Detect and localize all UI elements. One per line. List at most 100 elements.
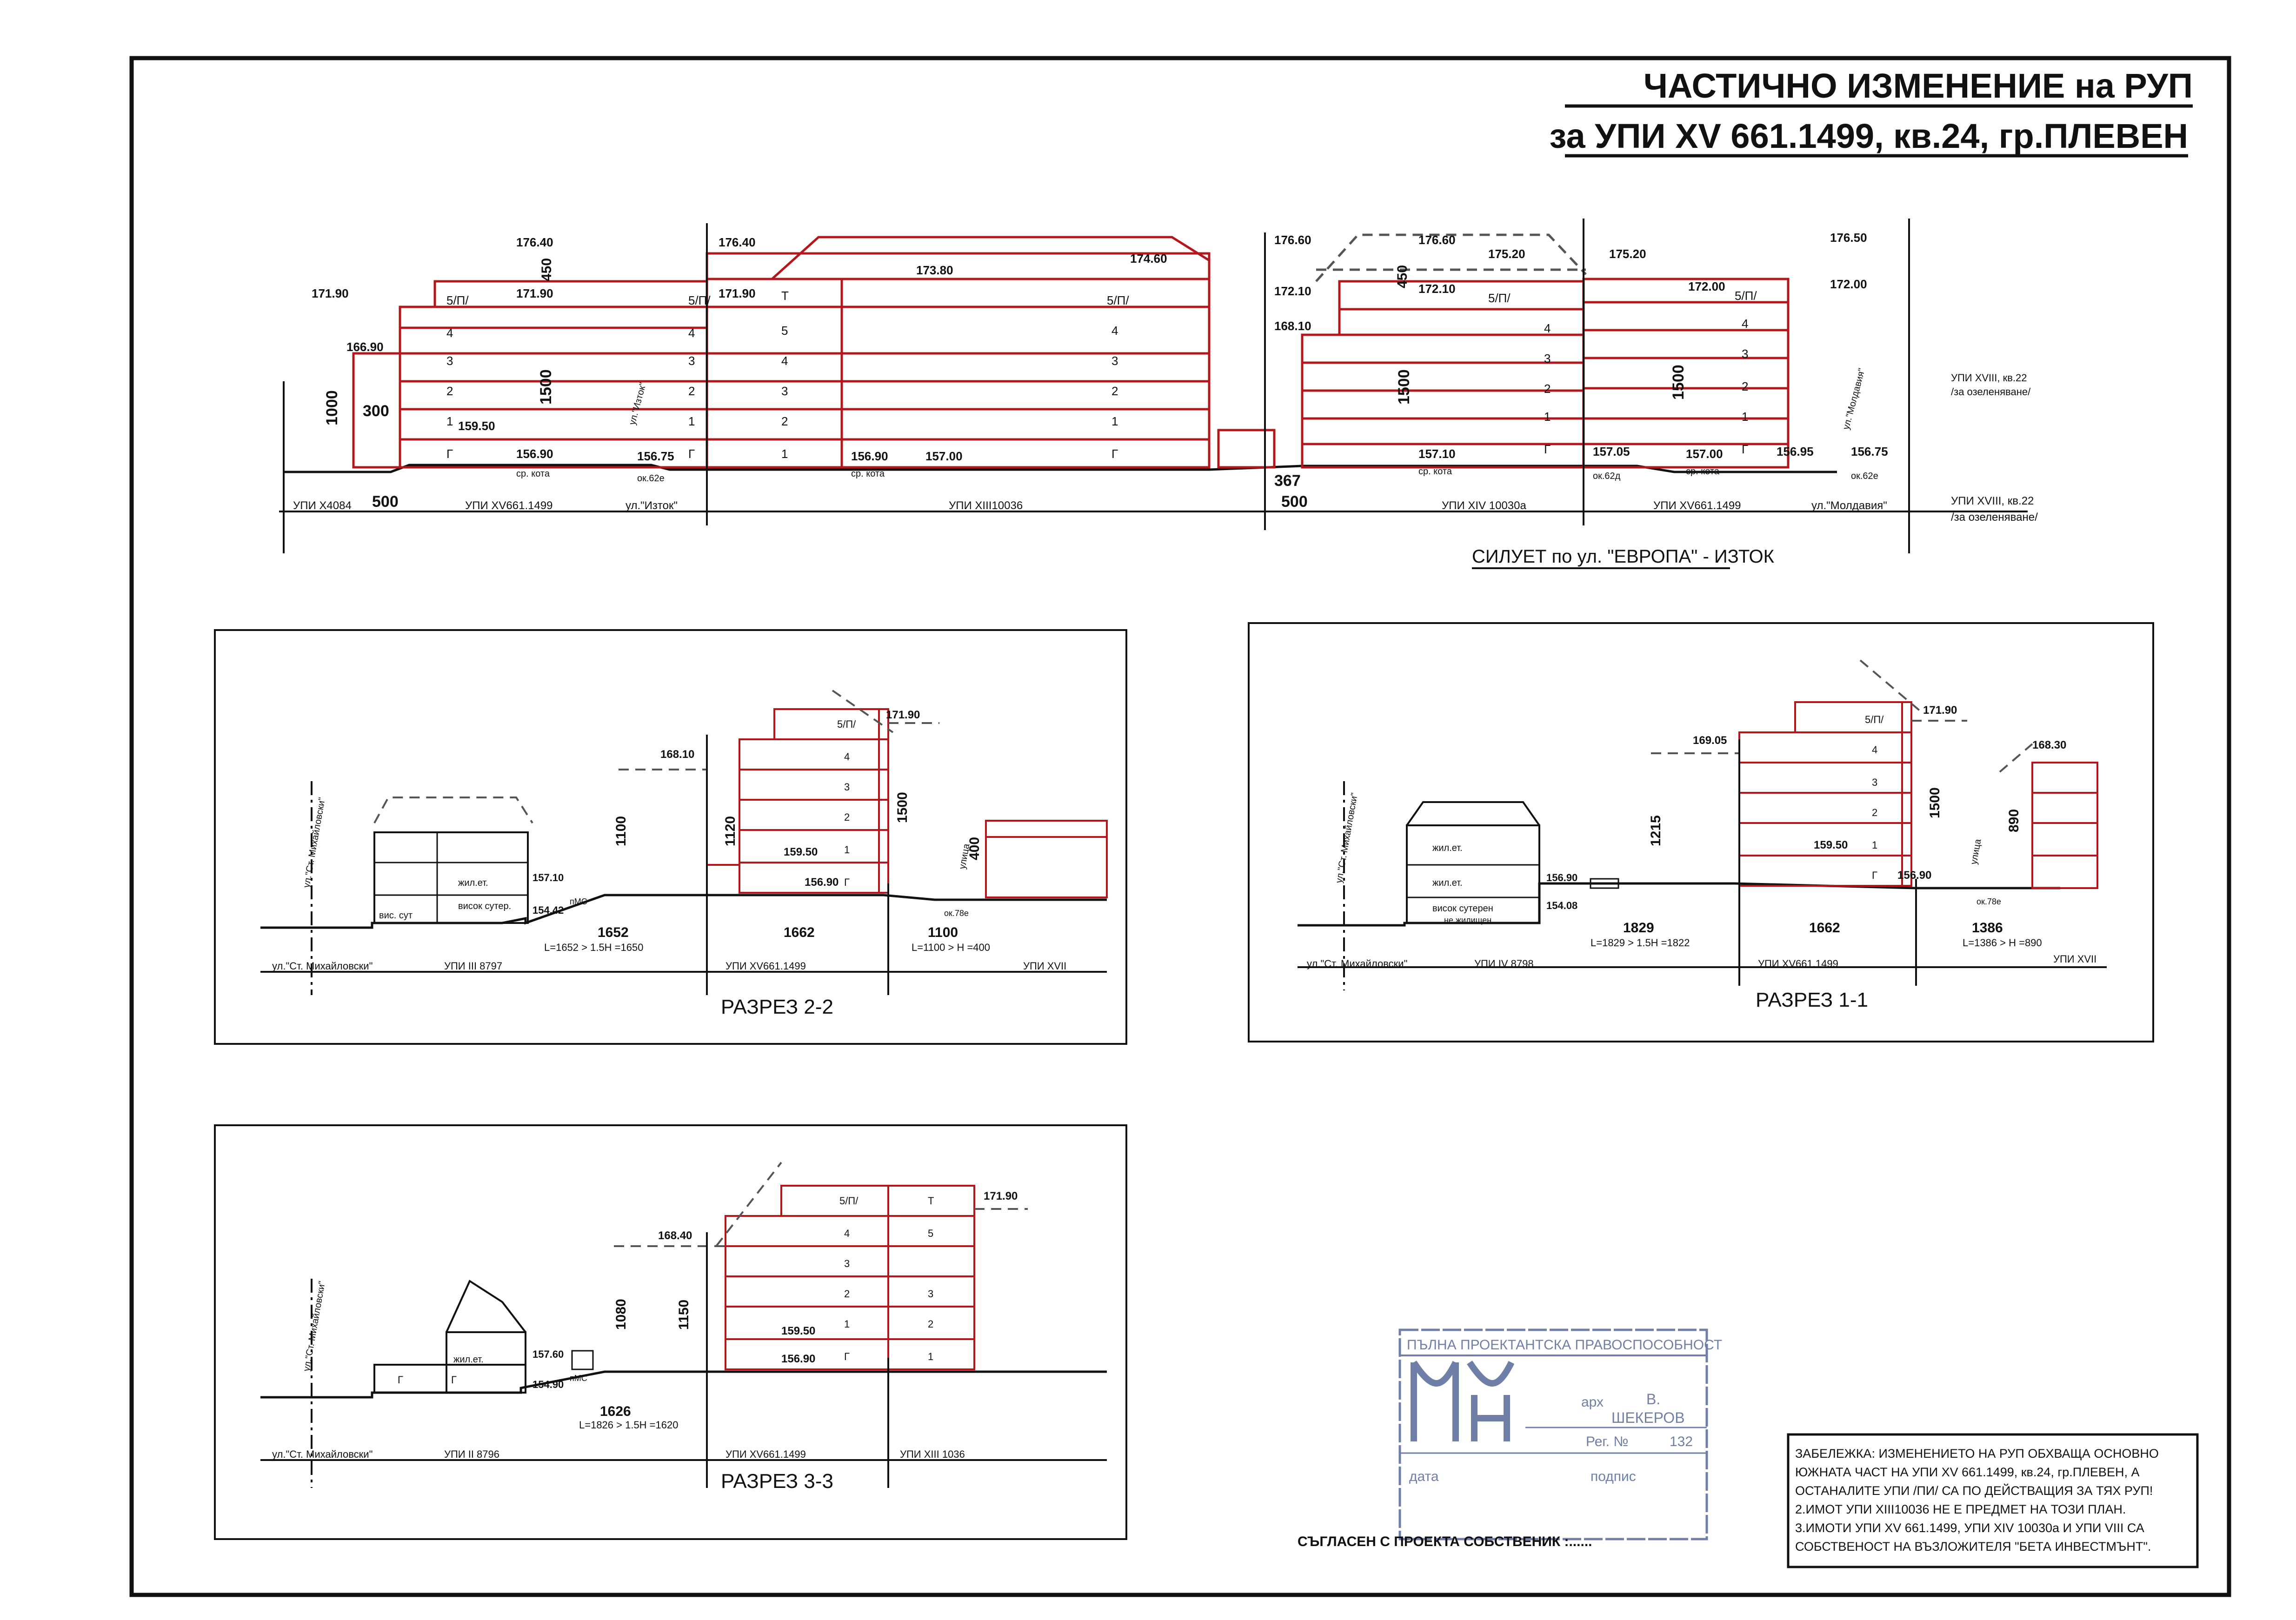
svg-text:Т: Т: [781, 289, 789, 303]
svg-text:171.90: 171.90: [886, 709, 920, 721]
svg-text:890: 890: [2006, 809, 2022, 832]
svg-text:1: 1: [446, 414, 453, 428]
svg-text:1: 1: [781, 447, 788, 461]
svg-text:ул."Ст. Михайловски": ул."Ст. Михайловски": [301, 797, 327, 889]
svg-text:не жилищен: не жилищен: [1444, 916, 1491, 925]
level-mark: 176.40: [516, 235, 553, 249]
svg-text:1500: 1500: [895, 792, 910, 823]
svg-text:1652: 1652: [598, 925, 629, 940]
svg-text:Г: Г: [844, 876, 850, 888]
svg-text:пМС: пМС: [570, 897, 587, 906]
svg-text:3: 3: [844, 1258, 850, 1269]
svg-text:1500: 1500: [1395, 369, 1413, 405]
roof-envelope-dashed: [1315, 233, 1587, 282]
svg-text:171.90: 171.90: [719, 286, 756, 300]
svg-text:166.90: 166.90: [346, 340, 384, 354]
svg-text:1500: 1500: [1670, 365, 1687, 400]
svg-text:3: 3: [1111, 354, 1118, 368]
svg-text:157.05: 157.05: [1593, 445, 1630, 458]
svg-text:1500: 1500: [537, 369, 555, 405]
svg-text:172.10: 172.10: [1418, 282, 1456, 296]
svg-text:168.10: 168.10: [660, 748, 694, 761]
svg-text:Г: Г: [844, 1351, 850, 1362]
section-1-1-frame: [1248, 622, 2154, 1042]
building-b: [1217, 278, 1790, 469]
section-2-2-frame: [214, 629, 1127, 1045]
svg-text:171.90: 171.90: [1923, 704, 1957, 717]
svg-text:Г: Г: [1111, 447, 1118, 461]
svg-text:175.20: 175.20: [1609, 247, 1646, 261]
svg-text:Г: Г: [446, 447, 453, 461]
svg-text:ЗАБЕЛЕЖКА: ИЗМЕНЕНИЕТО НА РУП: ЗАБЕЛЕЖКА: ИЗМЕНЕНИЕТО НА РУП ОБХВАЩА ОС…: [1795, 1447, 2159, 1461]
svg-text:УПИ XV661.1499: УПИ XV661.1499: [725, 1448, 806, 1460]
svg-text:2: 2: [928, 1318, 933, 1330]
svg-text:5/П/: 5/П/: [1488, 291, 1511, 305]
svg-text:171.90: 171.90: [984, 1190, 1018, 1202]
svg-text:УПИ XV661.1499: УПИ XV661.1499: [465, 499, 553, 512]
title-line-1: ЧАСТИЧНО ИЗМЕНЕНИЕ на РУП: [1644, 66, 2193, 105]
svg-text:3: 3: [781, 384, 788, 398]
svg-text:УПИ IV 8798: УПИ IV 8798: [1474, 958, 1534, 969]
svg-text:УПИ XV661.1499: УПИ XV661.1499: [725, 960, 806, 972]
svg-text:Г: Г: [398, 1374, 403, 1386]
svg-text:Г: Г: [1742, 442, 1748, 456]
title-line-2: за УПИ XV 661.1499, кв.24, гр.ПЛЕВЕН: [1550, 117, 2188, 155]
svg-text:176.60: 176.60: [1274, 233, 1311, 247]
svg-text:5/П/: 5/П/: [1865, 714, 1884, 725]
svg-text:УПИ XIII 1036: УПИ XIII 1036: [900, 1448, 965, 1460]
svg-text:159.50: 159.50: [781, 1325, 815, 1337]
svg-text:ПЪЛНА ПРОЕКТАНТСКА ПРАВОСПОСОБ: ПЪЛНА ПРОЕКТАНТСКА ПРАВОСПОСОБНОСТ: [1407, 1337, 1722, 1353]
svg-text:ул."Молдавия": ул."Молдавия": [1841, 367, 1867, 431]
plot-label: УПИ X4084: [293, 499, 352, 512]
svg-text:Г: Г: [451, 1374, 457, 1386]
svg-text:300: 300: [363, 402, 389, 420]
svg-text:2: 2: [1742, 379, 1748, 393]
section-1-1: ул."Ст. Михайловски" 169.05 171.90 168.3…: [1248, 622, 2154, 1042]
svg-text:УПИ XVIII, кв.22: УПИ XVIII, кв.22: [1951, 495, 2034, 507]
svg-text:ул."Молдавия": ул."Молдавия": [1811, 499, 1887, 512]
svg-text:3: 3: [1742, 347, 1748, 361]
svg-text:1215: 1215: [1648, 815, 1664, 846]
svg-text:5/П/: 5/П/: [839, 1195, 859, 1207]
note-box: ЗАБЕЛЕЖКА: ИЗМЕНЕНИЕТО НА РУП ОБХВАЩА ОС…: [1787, 1433, 2199, 1568]
svg-text:/за озеленяване/: /за озеленяване/: [1951, 511, 2038, 524]
svg-text:4: 4: [844, 751, 850, 763]
svg-text:3: 3: [1872, 777, 1877, 788]
svg-text:ср. кота: ср. кота: [851, 469, 885, 479]
svg-text:подпис: подпис: [1591, 1469, 1636, 1484]
svg-text:168.10: 168.10: [1274, 319, 1311, 333]
svg-text:174.60: 174.60: [1130, 252, 1167, 266]
svg-text:176.50: 176.50: [1830, 231, 1867, 245]
svg-text:ср. кота: ср. кота: [516, 469, 550, 479]
svg-text:2: 2: [1111, 384, 1118, 398]
svg-text:УПИ II 8796: УПИ II 8796: [444, 1448, 499, 1460]
svg-text:2: 2: [1544, 382, 1551, 396]
svg-text:висок сутерен: висок сутерен: [1432, 903, 1493, 914]
svg-text:висок сутер.: висок сутер.: [458, 901, 511, 911]
svg-text:2: 2: [446, 384, 453, 398]
svg-text:Г: Г: [1544, 442, 1551, 456]
silhouette-elevation: 5/П/ 4 3 2 1 Г 5/П/ 4 3 2 1 Г Т 5 4 3 2 …: [279, 219, 2038, 569]
svg-text:арх: арх: [1581, 1394, 1604, 1410]
svg-text:Г: Г: [688, 447, 695, 461]
svg-text:176.60: 176.60: [1418, 233, 1456, 247]
svg-text:2: 2: [844, 811, 850, 823]
svg-text:УПИ XV661.1499: УПИ XV661.1499: [1653, 499, 1741, 512]
svg-text:172.10: 172.10: [1274, 284, 1311, 298]
svg-text:156.90: 156.90: [805, 876, 839, 889]
svg-text:УПИ XVII: УПИ XVII: [2053, 953, 2096, 965]
svg-text:132: 132: [1670, 1434, 1693, 1449]
svg-text:156.90: 156.90: [516, 447, 553, 461]
svg-text:172.00: 172.00: [1688, 279, 1725, 293]
section-3-3: ул."Ст. Михайловски" 168.40 171.90 157.6…: [214, 1124, 1127, 1540]
svg-text:1662: 1662: [1809, 920, 1840, 936]
svg-text:УПИ XVII: УПИ XVII: [1023, 960, 1066, 972]
svg-text:жил.ет.: жил.ет.: [453, 1354, 484, 1365]
svg-text:улица: улица: [1969, 838, 1983, 865]
svg-text:1626: 1626: [600, 1404, 631, 1419]
svg-text:5/П/: 5/П/: [688, 293, 711, 307]
sheet-frame: [129, 56, 2231, 1597]
architect-stamp: ПЪЛНА ПРОЕКТАНТСКА ПРАВОСПОСОБНОСТ арх В…: [1398, 1328, 1722, 1540]
svg-text:ср. кота: ср. кота: [1686, 466, 1720, 477]
